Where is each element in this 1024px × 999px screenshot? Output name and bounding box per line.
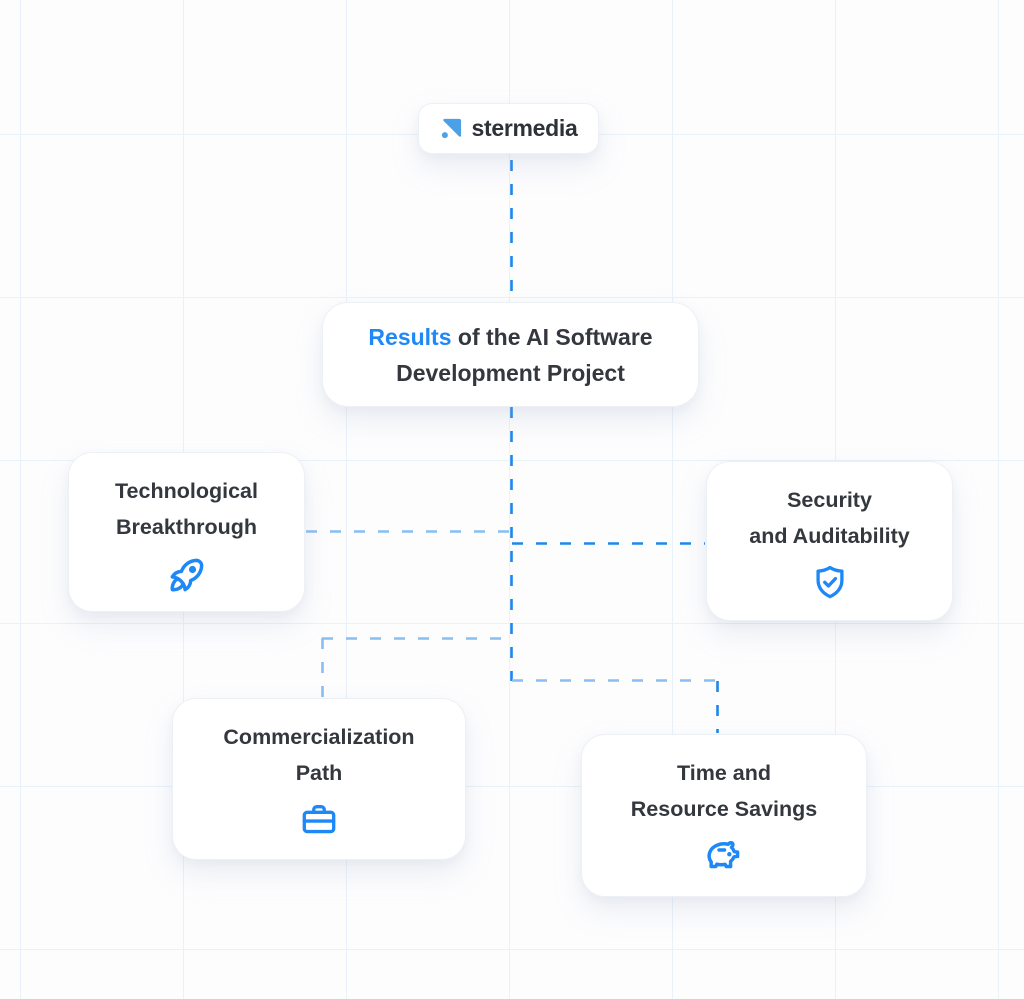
card-title-line: Time and <box>677 761 771 785</box>
card-security-and-auditability: Security and Auditability <box>706 461 953 621</box>
title-line-1: Results of the AI Software <box>368 319 652 355</box>
title-line-2: Development Project <box>396 359 625 386</box>
card-title-line: Security <box>787 488 872 512</box>
card-title-line: and Auditability <box>749 524 910 548</box>
card-time-and-resource-savings: Time and Resource Savings <box>581 734 867 897</box>
title-card: Results of the AI Software Development P… <box>322 302 699 407</box>
card-title-line: Commercialization <box>223 725 415 749</box>
logo: stermedia <box>418 103 599 154</box>
card-commercialization-path: Commercialization Path <box>172 698 466 860</box>
piggy-bank-icon <box>707 841 740 869</box>
title-accent: Results <box>368 323 452 350</box>
card-title-line: Path <box>295 761 343 785</box>
rocket-icon <box>170 558 203 592</box>
stermedia-arrow-icon <box>441 118 461 139</box>
logo-text: stermedia <box>471 115 578 141</box>
card-title-line: Breakthrough <box>116 515 257 539</box>
briefcase-icon <box>302 805 336 834</box>
card-technological-breakthrough: Technological Breakthrough <box>68 452 305 612</box>
card-title-line: Resource Savings <box>630 797 818 821</box>
card-title-line: Technological <box>115 479 258 503</box>
shield-check-icon <box>815 565 844 599</box>
title-line-1-rest: of the AI Software <box>451 323 653 350</box>
